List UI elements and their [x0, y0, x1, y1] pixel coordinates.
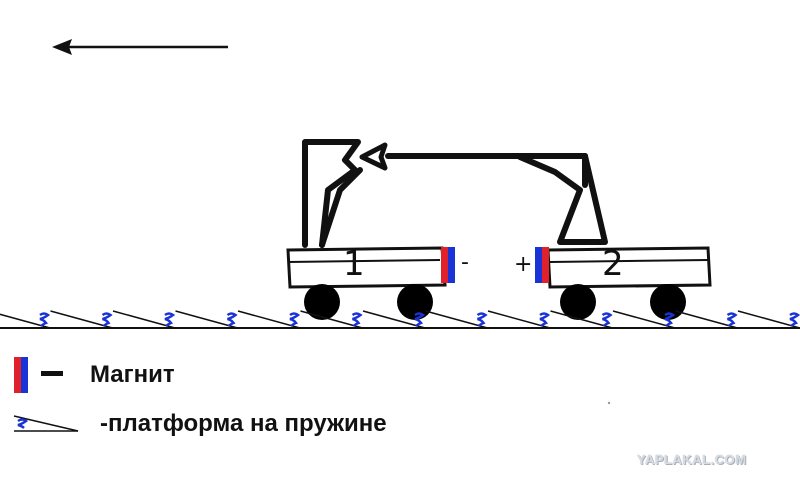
crane-structure: [302, 139, 608, 248]
spring-platforms: [0, 310, 800, 329]
car-1: [286, 246, 447, 320]
wheel: [397, 284, 433, 320]
legend-magnet-icon: [14, 357, 28, 393]
spring-platform: [362, 310, 426, 329]
wheel: [304, 284, 340, 320]
car-1-number: 1: [343, 244, 365, 284]
spring-platform: [550, 310, 613, 329]
magnet-2-sign: +: [514, 252, 533, 277]
spring-platform: [0, 312, 51, 329]
spring-platform: [425, 310, 488, 329]
legend-magnet-label: Магнит: [90, 361, 175, 388]
legend-dash: [41, 371, 63, 376]
direction-arrow: [52, 39, 228, 55]
spring-platform: [675, 310, 738, 329]
spring-platform: [175, 310, 238, 329]
spring-platform: [487, 310, 551, 329]
legend-spring-platform-label: -платформа на пружине: [100, 410, 387, 437]
legend-spring-platform-icon: [13, 415, 79, 432]
wheel: [560, 284, 596, 320]
spring-platform: [612, 310, 676, 329]
magnet-car-1: [441, 247, 455, 283]
car-2: [546, 246, 712, 320]
spring-platform: [737, 310, 800, 329]
spring-platform: [237, 310, 301, 329]
car-2-number: 2: [602, 244, 624, 284]
spring-platform: [50, 310, 113, 329]
spring-platform: [112, 310, 176, 329]
magnet-1-sign: -: [461, 250, 469, 275]
spring-platform: [300, 310, 363, 329]
watermark: YAPLAKAL.COM: [637, 452, 747, 467]
magnet-car-2: [535, 247, 549, 283]
